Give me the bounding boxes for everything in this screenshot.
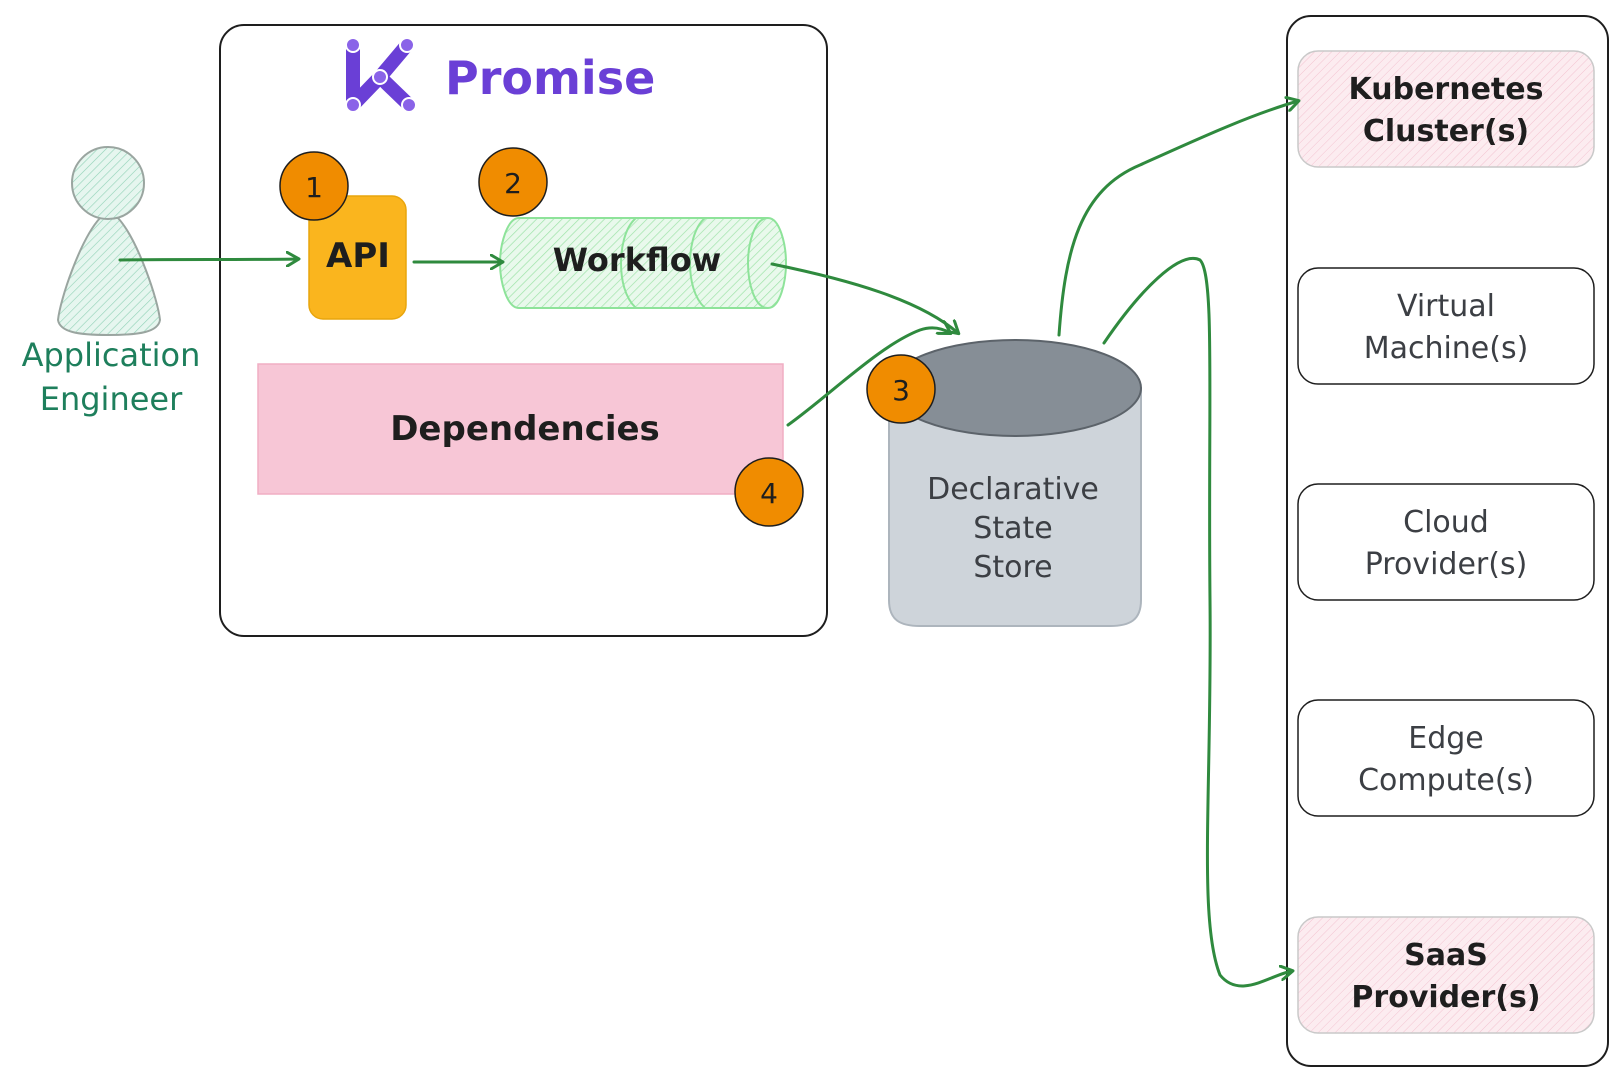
saas-label-line2: Provider(s) (1351, 980, 1540, 1015)
cloud-label-line1: Cloud (1403, 505, 1489, 540)
kubernetes-label-line1: Kubernetes (1349, 72, 1544, 107)
vm-label-line2: Machine(s) (1364, 331, 1529, 366)
store-label-line3: Store (973, 550, 1052, 585)
kubernetes-label-line2: Cluster(s) (1363, 114, 1529, 149)
step-badge-1: 1 (279, 151, 349, 221)
actor-label-line1: Application (22, 336, 201, 374)
cloud-label-line2: Provider(s) (1365, 547, 1528, 582)
destination-cloud (1297, 483, 1595, 601)
workflow-label: Workflow (553, 241, 721, 279)
arrow-store-to-kubernetes (1057, 101, 1298, 337)
arrow-dependencies-to-store (786, 328, 950, 427)
dependencies-box (257, 363, 784, 495)
saas-label-line1: SaaS (1404, 938, 1488, 973)
destination-vm (1297, 267, 1595, 385)
destination-saas (1297, 916, 1595, 1034)
store-label-line2: State (973, 511, 1052, 546)
application-engineer-icon (56, 146, 162, 337)
vm-label-line1: Virtual (1397, 289, 1495, 324)
step-2-label: 2 (504, 167, 522, 200)
api-label: API (326, 236, 390, 276)
step-badge-4: 4 (734, 457, 804, 527)
step-3-label: 3 (892, 374, 910, 407)
edge-label-line2: Compute(s) (1358, 763, 1534, 798)
promise-container (219, 24, 828, 637)
step-badge-3: 3 (866, 354, 936, 424)
api-box (308, 195, 407, 320)
arrow-engineer-to-api (118, 259, 298, 260)
step-4-label: 4 (760, 477, 778, 510)
state-store-cylinder (888, 339, 1142, 627)
destination-kubernetes (1297, 50, 1595, 168)
arrow-store-to-saas (1102, 257, 1292, 988)
workflow-pipeline (498, 217, 788, 309)
actor-label-line2: Engineer (40, 380, 183, 418)
dependencies-label: Dependencies (390, 409, 660, 449)
step-1-label: 1 (305, 171, 323, 204)
kratix-logo-nodes (345, 37, 417, 113)
store-label-line1: Declarative (927, 472, 1099, 507)
promise-title: Promise (445, 51, 655, 105)
step-badge-2: 2 (478, 147, 548, 217)
edge-label-line1: Edge (1408, 721, 1484, 756)
destination-edge (1297, 699, 1595, 817)
